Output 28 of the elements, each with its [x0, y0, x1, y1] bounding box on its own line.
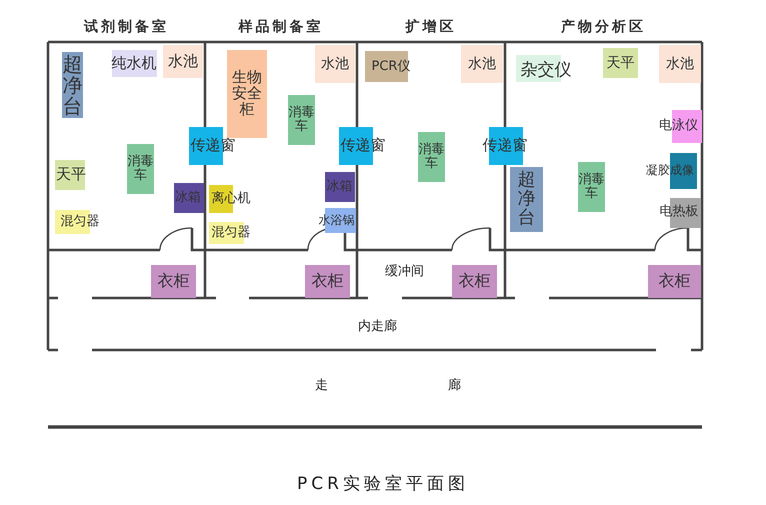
- corridor-label: 走: [315, 377, 328, 394]
- equipment-block: 消毒车: [578, 162, 605, 212]
- equipment-block: 衣柜: [151, 265, 196, 298]
- equipment-block: 冰箱: [323, 172, 356, 202]
- room-heading: 扩增区: [404, 18, 458, 37]
- equipment-block: 水池: [315, 45, 355, 83]
- corridor-label: 内走廊: [358, 318, 397, 335]
- equipment-block: 水池: [461, 45, 503, 83]
- corridor-label: 廊: [448, 377, 461, 394]
- caption: PCR实验室平面图: [297, 474, 469, 494]
- equipment-block: 消毒车: [127, 144, 154, 194]
- equipment-block: 消毒车: [288, 95, 315, 145]
- equipment-block: 天平: [603, 48, 638, 78]
- room-heading: 样品制备室: [237, 18, 324, 37]
- equipment-block: 超净台: [62, 52, 83, 118]
- equipment-block: 水池: [659, 45, 701, 83]
- equipment-block: 水池: [162, 45, 204, 78]
- equipment-block: 冰箱: [172, 183, 204, 213]
- equipment-block: 超净台: [510, 167, 543, 232]
- room-heading: 试剂制备室: [82, 18, 170, 37]
- equipment-block: 消毒车: [418, 132, 445, 182]
- room-heading: 产物分析区: [560, 18, 647, 37]
- equipment-block: 衣柜: [452, 265, 497, 298]
- equipment-block: 衣柜: [305, 265, 350, 298]
- equipment-block: 衣柜: [648, 265, 701, 298]
- equipment-block: 生物安全柜: [227, 50, 267, 138]
- room-label: 缓冲间: [385, 263, 424, 280]
- equipment-block: 水浴锅: [317, 208, 356, 233]
